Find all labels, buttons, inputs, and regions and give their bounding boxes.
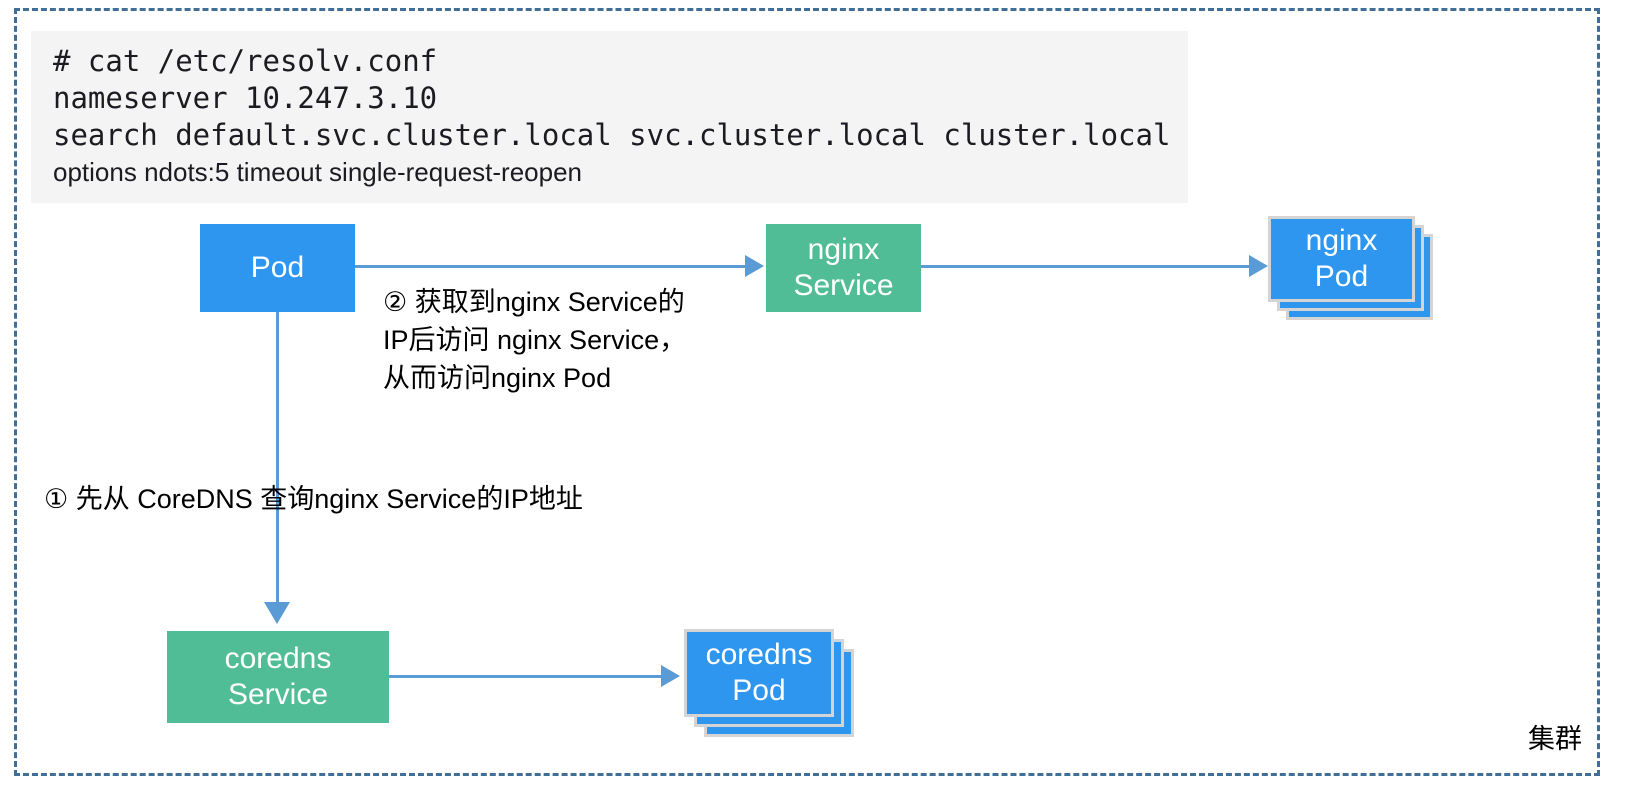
resolv-line-4: options ndots:5 timeout single-request-r… xyxy=(53,157,582,187)
node-pod-label: Pod xyxy=(250,251,305,284)
arrow-coredns-service-to-coredns-pod-line xyxy=(389,675,663,678)
resolv-line-3: search default.svc.cluster.local svc.clu… xyxy=(53,118,1171,152)
node-nginx-pod-line1: nginx xyxy=(1305,224,1378,257)
arrow-coredns-service-to-coredns-pod-head xyxy=(661,665,680,687)
node-coredns-service-line1: coredns xyxy=(224,642,332,675)
arrow-pod-to-coredns-service-line xyxy=(276,312,279,604)
arrow-pod-to-nginx-service-line xyxy=(355,265,747,268)
resolv-line-1: # cat /etc/resolv.conf xyxy=(53,44,438,78)
annotation-step-two-line3: 从而访问nginx Pod xyxy=(383,363,612,393)
cluster-label: 集群 xyxy=(1528,724,1582,755)
node-nginx-service-line1: nginx xyxy=(807,233,880,266)
annotation-step-two-line2: IP后访问 nginx Service， xyxy=(383,325,687,355)
node-nginx-service-line2: Service xyxy=(793,269,894,302)
node-coredns-pod-stack[interactable]: coredns Pod xyxy=(684,629,854,737)
arrow-nginx-service-to-nginx-pod-head xyxy=(1249,255,1268,277)
annotation-step-two-line1: ② 获取到nginx Service的 xyxy=(383,287,685,317)
arrow-pod-to-nginx-service-head xyxy=(745,255,764,277)
node-pod[interactable]: Pod xyxy=(200,224,355,312)
arrow-nginx-service-to-nginx-pod-line xyxy=(921,265,1251,268)
node-coredns-service[interactable]: coredns Service xyxy=(167,631,389,723)
node-coredns-pod[interactable]: coredns Pod xyxy=(684,629,834,717)
node-nginx-service[interactable]: nginx Service xyxy=(766,224,921,312)
node-nginx-pod-stack[interactable]: nginx Pod xyxy=(1268,216,1433,320)
node-nginx-pod[interactable]: nginx Pod xyxy=(1268,216,1415,302)
cluster-boundary xyxy=(14,8,1600,776)
node-coredns-pod-line1: coredns xyxy=(705,638,813,671)
resolv-conf-code-block: # cat /etc/resolv.conf nameserver 10.247… xyxy=(31,31,1188,203)
resolv-line-2: nameserver 10.247.3.10 xyxy=(53,81,438,115)
node-coredns-service-line2: Service xyxy=(227,678,329,711)
annotation-step-two: ② 获取到nginx Service的 IP后访问 nginx Service，… xyxy=(383,283,686,397)
arrow-pod-to-coredns-service-head xyxy=(264,602,290,624)
node-nginx-pod-line2: Pod xyxy=(1314,260,1369,293)
node-coredns-pod-line2: Pod xyxy=(732,674,786,707)
annotation-step-one: ① 先从 CoreDNS 查询nginx Service的IP地址 xyxy=(44,484,583,514)
